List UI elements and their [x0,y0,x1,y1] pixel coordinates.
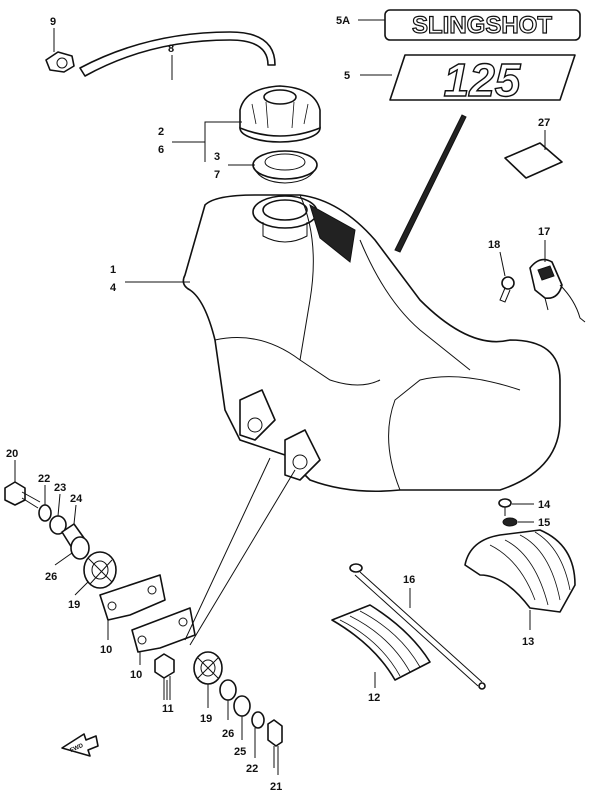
breather-hose-part [79,31,276,77]
label-17: 17 [538,226,550,238]
caution-label-part [504,142,563,179]
hose-clip-part [45,51,75,73]
screw-18-part [499,276,515,303]
bolt-20-part [4,481,41,509]
label-20: 20 [6,448,18,460]
label-11: 11 [162,703,174,715]
label-21: 21 [270,781,282,793]
bolt-21-part [267,719,283,768]
label-22a: 22 [38,473,50,485]
label-27: 27 [538,117,550,129]
leader-24 [73,504,77,525]
assembly-leader-lines [184,457,296,646]
label-6: 6 [158,144,164,156]
label-7: 7 [214,169,220,181]
forward-arrow-icon: FWD [61,733,99,757]
label-13: 13 [522,636,534,648]
fuel-cap-part [239,85,321,143]
label-26a: 26 [45,571,57,583]
label-16: 16 [403,574,415,586]
label-1: 1 [110,264,116,276]
label-10b: 10 [130,669,142,681]
bracket-10b-part [131,607,196,653]
label-18: 18 [488,239,500,251]
label-8: 8 [168,43,174,55]
stripe-decal-part [394,114,467,253]
leader-2-6 [172,121,242,143]
screw-14-part [498,498,512,516]
label-26b: 26 [222,728,234,740]
bolt-11-part [154,653,175,700]
label-12: 12 [368,692,380,704]
forward-arrow-label: FWD [69,743,85,754]
label-19a: 19 [68,599,80,611]
label-5a: 5A [336,15,350,27]
side-cover-13-part [464,529,576,613]
label-19b: 19 [200,713,212,725]
label-25: 25 [234,746,246,758]
leader-23 [57,493,61,517]
spacer-26a-part [70,536,90,560]
cushion-19a-part [83,551,117,589]
label-24: 24 [70,493,83,505]
bracket-10a-part [99,574,166,621]
leader-26a [54,552,73,566]
cap-gasket-part [252,150,318,184]
model-125-emblem-part: 125 [389,53,576,107]
washer-22a-part [38,504,52,522]
cushion-pad-12-part [331,604,431,681]
label-4: 4 [110,282,117,294]
leader-18 [499,251,506,277]
label-22b: 22 [246,763,258,775]
leader-19a [74,581,89,596]
label-3: 3 [214,151,220,163]
band-16-part [349,563,486,690]
fuel-tank-part [182,194,561,493]
washer-25-part [233,695,251,717]
fuel-cock-part [529,258,586,323]
model-125-emblem-text: 125 [444,54,522,106]
label-5: 5 [344,70,350,82]
label-23: 23 [54,482,66,494]
label-2: 2 [158,126,164,138]
slingshot-emblem-part: SLINGSHOT [384,9,581,41]
label-14: 14 [538,499,551,511]
label-15: 15 [538,517,550,529]
spacer-26b-part [219,679,237,701]
cushion-19b-part [193,651,223,685]
washer-15-part [502,517,518,527]
washer-22b-part [251,711,265,729]
label-10a: 10 [100,644,112,656]
label-9: 9 [50,16,56,28]
slingshot-emblem-text: SLINGSHOT [412,12,552,39]
